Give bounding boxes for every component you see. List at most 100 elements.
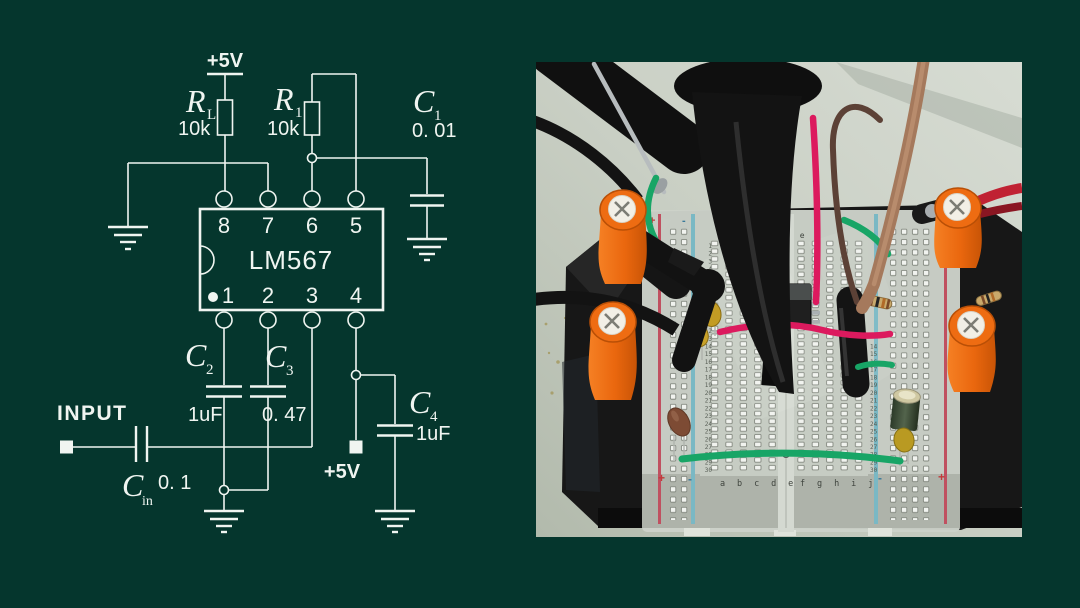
electrolytic-capacitor (890, 388, 921, 432)
left-rail-holes (666, 228, 688, 520)
row-number: 2 (708, 251, 712, 258)
c2-symbol: C (185, 337, 207, 373)
row-number: 27 (870, 444, 878, 451)
c1-symbol: C (413, 83, 435, 119)
probe-cable (536, 115, 643, 204)
right-rail-holes (886, 228, 932, 520)
right-rail-red-stripe (944, 214, 947, 524)
right-rail-blue-stripe (874, 214, 878, 524)
ic-notch (199, 245, 215, 275)
capacitor-c3 (250, 385, 286, 398)
pin1-label: 1 (222, 283, 234, 308)
capacitor-cin (134, 426, 149, 462)
ground-symbol-c4 (375, 509, 415, 534)
pin2-label: 2 (262, 283, 274, 308)
ground-symbol-c2 (204, 509, 244, 534)
capacitor-c4 (377, 424, 413, 437)
lm567-schematic: +5V R L 10k R 1 10k C 1 0. 01 LM567 8 7 … (57, 50, 456, 534)
c4-symbol: C (409, 384, 431, 420)
probe-cable (536, 290, 680, 336)
junction-node-vcc (350, 369, 362, 381)
input-terminal (60, 440, 73, 454)
row-number: 26 (705, 436, 713, 443)
resistor-r1 (303, 101, 321, 136)
pin6-circle (303, 190, 321, 208)
c3-subscript: 3 (286, 363, 294, 379)
post-screw (604, 313, 620, 329)
pin8-label: 8 (218, 213, 230, 238)
row-number: 15 (705, 351, 713, 358)
green-jumper-mid-right (855, 360, 895, 370)
row-number: 14 (870, 344, 878, 351)
c3-value: 0. 47 (262, 404, 306, 426)
row-number: 14 (705, 344, 713, 351)
row-number: 23 (870, 413, 878, 420)
row-number: 15 (870, 351, 878, 358)
rl-value: 10k (178, 118, 211, 140)
supply-bottom-label: +5V (324, 461, 361, 483)
ic-body (198, 207, 385, 312)
ground-symbol-left (108, 225, 148, 251)
c2-value: 1uF (188, 404, 222, 426)
post-screw (614, 201, 630, 217)
pin7-label: 7 (262, 213, 274, 238)
red-wire-top (973, 183, 1022, 207)
row-number: 1 (708, 243, 712, 250)
pin3-label: 3 (306, 283, 318, 308)
r1-subscript: 1 (295, 105, 303, 121)
row-number: 17 (870, 367, 878, 374)
left-rail-minus-top: - (682, 215, 686, 227)
row-number: 18 (705, 374, 713, 381)
breadboard-tab (684, 528, 710, 536)
left-rail-blue-stripe (691, 214, 695, 524)
row-number: 27 (705, 444, 713, 451)
dark-brown-wire-loop (829, 103, 883, 305)
post-screw (949, 199, 965, 215)
row-number: 30 (705, 467, 713, 474)
binding-post-bottom-right (947, 305, 996, 392)
row-number: 16 (705, 359, 713, 366)
left-rail-red-stripe (658, 214, 661, 524)
pin5-circle (347, 190, 365, 208)
black-probe-ground-lead (836, 286, 870, 398)
left-rail-plus-top: + (649, 215, 655, 227)
binding-post-top-right (934, 187, 982, 268)
rl-subscript: L (207, 107, 216, 123)
row-number: 29 (705, 459, 713, 466)
cin-subscript: in (142, 494, 153, 509)
left-rail-plus-bottom: + (658, 471, 665, 485)
breadboard: a b c d e a b c d e f g h i j + - + - - … (642, 210, 960, 536)
cin-symbol: C (122, 467, 144, 503)
row-number: 26 (870, 436, 878, 443)
ground-symbol-c1 (407, 237, 447, 262)
pin7-circle (259, 190, 277, 208)
resistor-near-post (975, 290, 1002, 306)
breadboard-photo: a b c d e a b c d e f g h i j + - + - - … (536, 62, 1022, 537)
capacitor-c2 (206, 385, 242, 398)
row-number: 19 (705, 382, 713, 389)
schematic-wires (73, 72, 447, 534)
row-number: 24 (870, 421, 878, 428)
row-number: 21 (870, 398, 878, 405)
capacitor-c1 (410, 194, 444, 207)
right-rail-minus-bottom: - (878, 471, 882, 485)
pin3-circle (303, 311, 321, 329)
junction-node-gnd (218, 484, 230, 496)
pin1-circle (215, 311, 233, 329)
r1-symbol: R (273, 81, 294, 117)
post-screw (963, 317, 979, 333)
pink-wire-vertical (809, 114, 821, 306)
row-number: 19 (870, 382, 878, 389)
junction-node-r1 (306, 152, 318, 164)
row-number: 24 (705, 421, 713, 428)
binding-post-top-left (598, 189, 647, 284)
left-rail-minus-bottom: - (688, 472, 692, 486)
desk-shadow (836, 62, 1022, 148)
c4-subscript: 4 (430, 409, 438, 425)
c4-value: 1uF (416, 423, 450, 445)
binding-post-bottom-left (588, 301, 637, 400)
red-wire-lower (979, 202, 1022, 218)
cin-value: 0. 1 (158, 472, 191, 494)
row-number: 22 (870, 405, 878, 412)
row-number: 21 (705, 398, 713, 405)
